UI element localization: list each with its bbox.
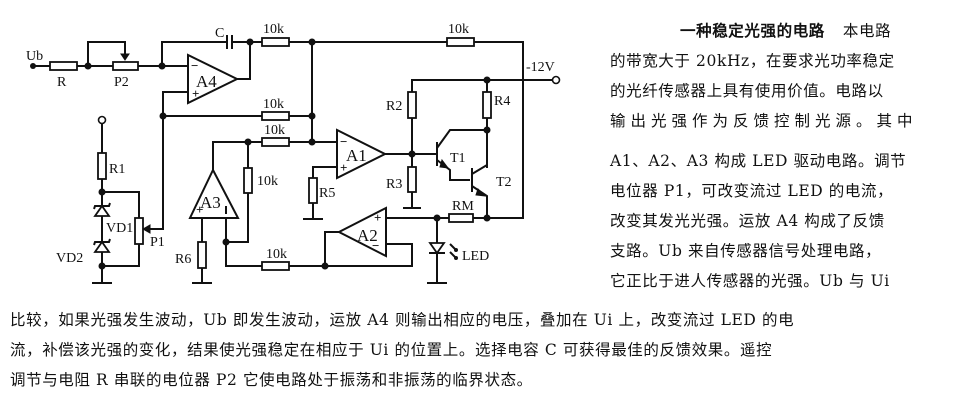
a1-label: A1 <box>346 146 367 165</box>
article-title: 一种稳定光强的电路 <box>680 21 825 40</box>
top-rail: 10k 10k <box>261 22 524 219</box>
resistor-r1 <box>97 152 107 180</box>
a2-triangle <box>336 206 387 258</box>
resistor-r4 <box>482 91 492 119</box>
circuit-diagram: Ub R P2 A4 − + C 10k 10 <box>26 22 561 284</box>
zener-vd1 <box>93 204 111 217</box>
t1-label: T1 <box>450 151 466 166</box>
resistor-rm <box>448 213 474 223</box>
article-line: 本电路 <box>842 22 892 40</box>
p2-label: P2 <box>114 75 129 90</box>
p1-wiper-arrow <box>141 224 151 234</box>
article-line: 流，补偿该光强的变化，结果使光强稳定在相应于 Ui 的位置上。选择电容 C 可获… <box>10 341 773 359</box>
svg-text:+: + <box>340 160 347 175</box>
svg-text:10k: 10k <box>263 97 284 112</box>
r2-label: R2 <box>386 99 402 114</box>
p2-wiper-arrow <box>120 53 130 61</box>
led-diode <box>428 242 446 255</box>
c-label: C <box>215 26 224 41</box>
resistor-10k-mid-2 <box>261 137 290 147</box>
ub-label: Ub <box>26 49 43 64</box>
article-line: 的光纤传感器上具有使用价值。电路以 <box>610 82 884 100</box>
supply-terminal <box>551 75 561 85</box>
r-label: R <box>57 75 67 90</box>
svg-text:10k: 10k <box>263 22 284 37</box>
r5-label: R5 <box>319 186 335 201</box>
svg-text:+: + <box>374 210 381 225</box>
t2-label: T2 <box>496 175 512 190</box>
a1-triangle <box>336 128 388 180</box>
resistor-r5 <box>308 177 318 204</box>
driver-stage: -12V R2 R3 R4 T1 T2 RM <box>385 60 561 284</box>
opamp-a1: A1 − + R5 <box>303 128 437 220</box>
potentiometer-p1 <box>134 217 144 245</box>
opamp-a3: A3 + 10k 10k R6 <box>175 142 325 284</box>
svg-text:+: + <box>196 202 203 217</box>
article-line: 的带宽大于 20kHz，在要求光功率稳定 <box>610 52 895 70</box>
a2-label: A2 <box>357 226 378 245</box>
svg-text:10k: 10k <box>257 174 278 189</box>
article-line: 改变其发光光强。运放 A4 构成了反馈 <box>610 212 885 230</box>
a3-label: A3 <box>200 193 221 212</box>
zener-vd2 <box>93 240 111 253</box>
r3-label: R3 <box>386 177 402 192</box>
svg-text:10k: 10k <box>266 247 287 262</box>
vd1-label: VD1 <box>106 221 133 236</box>
article-line: 输出光强作为反馈控制光源。其中 <box>610 112 918 130</box>
a4-label: A4 <box>196 72 217 91</box>
svg-text:−: − <box>372 238 379 253</box>
t2-emitter <box>471 185 488 218</box>
svg-text:+: + <box>192 86 199 101</box>
p1-label: P1 <box>150 235 165 250</box>
article-line: 比较，如果光强发生波动，Ub 即发生波动，运放 A4 则输出相应的电压，叠加在 … <box>10 311 795 329</box>
r1-label: R1 <box>109 162 125 177</box>
svg-text:−: − <box>340 134 347 149</box>
svg-text:−: − <box>191 58 198 73</box>
r6-label: R6 <box>175 252 191 267</box>
reference-network: R1 VD1 VD2 P1 <box>56 115 165 284</box>
article-line: 它正比于进人传感器的光强。Ub 与 Ui <box>610 272 890 290</box>
article-line: 调节与电阻 R 串联的电位器 P2 它使电路处于振荡和非振荡的临界状态。 <box>10 371 533 389</box>
article-line: A1、A2、A3 构成 LED 驱动电路。调节 <box>610 152 907 170</box>
ref-terminal <box>97 115 107 125</box>
resistor-r2 <box>407 91 417 119</box>
resistor-10k-bottom <box>261 261 290 271</box>
article-line: 支路。Ub 来自传感器信号处理电路， <box>610 242 882 260</box>
resistor-10k-a3-feedback <box>243 167 253 194</box>
svg-text:10k: 10k <box>448 22 469 37</box>
r4-label: R4 <box>494 94 510 109</box>
supply-label: -12V <box>526 60 555 75</box>
rm-label: RM <box>452 199 474 214</box>
svg-text:10k: 10k <box>264 123 285 138</box>
led-label: LED <box>462 249 489 264</box>
resistor-r <box>49 61 78 71</box>
resistor-10k-top-left <box>261 37 290 47</box>
opamp-a2: A2 + − <box>321 206 413 270</box>
resistor-10k-top-right <box>446 37 475 47</box>
resistor-r3 <box>407 166 417 193</box>
resistor-r6 <box>197 241 207 269</box>
resistor-10k-mid-1 <box>261 111 290 121</box>
potentiometer-p2 <box>112 61 139 71</box>
t2-collector <box>471 164 488 175</box>
a4-triangle <box>187 53 240 105</box>
a1-input-network: 10k 10k <box>163 97 337 170</box>
article-title-line: 一种稳定光强的电路本电路 <box>680 18 891 44</box>
ub-input: Ub R P2 <box>26 41 188 90</box>
opamp-a4: A4 − + C <box>159 26 262 210</box>
article-line: 电位器 P1，可改变流过 LED 的电流， <box>610 182 894 200</box>
vd2-label: VD2 <box>56 251 83 266</box>
t1-collector <box>436 129 487 149</box>
